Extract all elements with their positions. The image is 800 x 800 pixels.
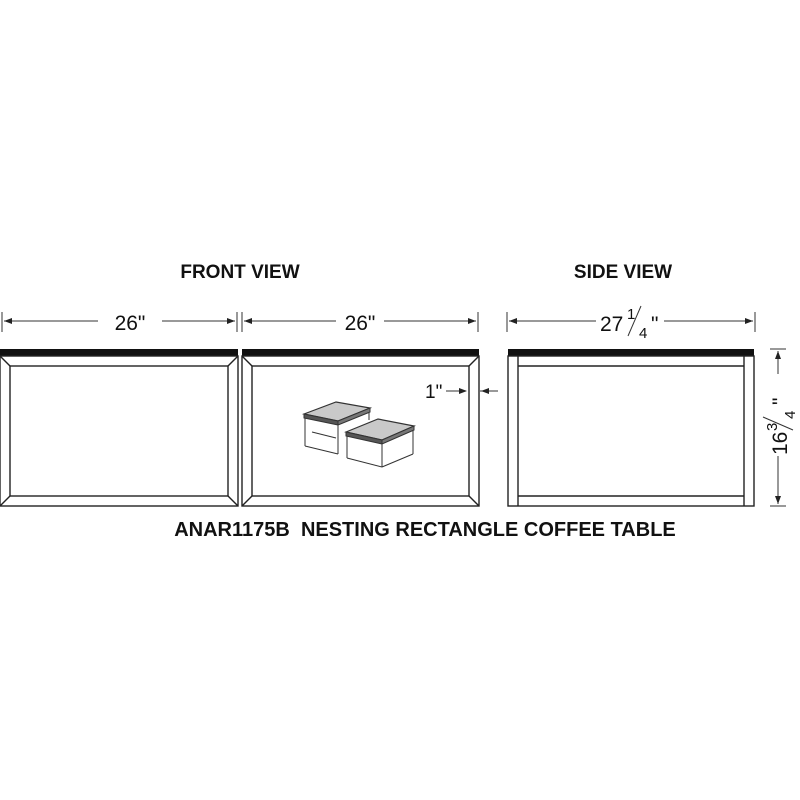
inset-label: 1" [425,382,442,403]
height-frac-den: 4 [782,411,799,419]
side-width-inch: " [651,313,658,336]
height-inch: " [769,398,792,405]
nesting-tables-icon [301,401,417,468]
side-view-table [507,349,755,507]
inset-dimension: 1" [425,382,498,403]
side-view-title: SIDE VIEW [574,262,672,283]
front-right-table [241,349,480,507]
side-width-frac-den: 4 [639,325,647,342]
front-left-table [0,349,239,507]
front-view-title: FRONT VIEW [180,262,299,283]
side-width-frac-num: 1 [627,306,635,323]
product-caption: ANAR1175B NESTING RECTANGLE COFFEE TABLE [174,519,676,541]
front-right-tabletop [242,349,479,356]
front-left-width-dimension: 26" [1,312,238,335]
side-width-whole: 27 [600,313,623,336]
front-left-width-label: 26" [115,312,146,335]
height-whole: 16 [769,432,792,455]
side-width-dimension: 27 1 4 " [506,305,756,342]
front-right-width-label: 26" [345,312,376,335]
front-right-width-dimension: 26" [241,312,479,335]
height-dimension: 16 3 4 " [762,348,799,507]
front-left-tabletop [0,349,238,356]
height-frac-num: 3 [764,423,781,431]
side-tabletop [508,349,754,356]
